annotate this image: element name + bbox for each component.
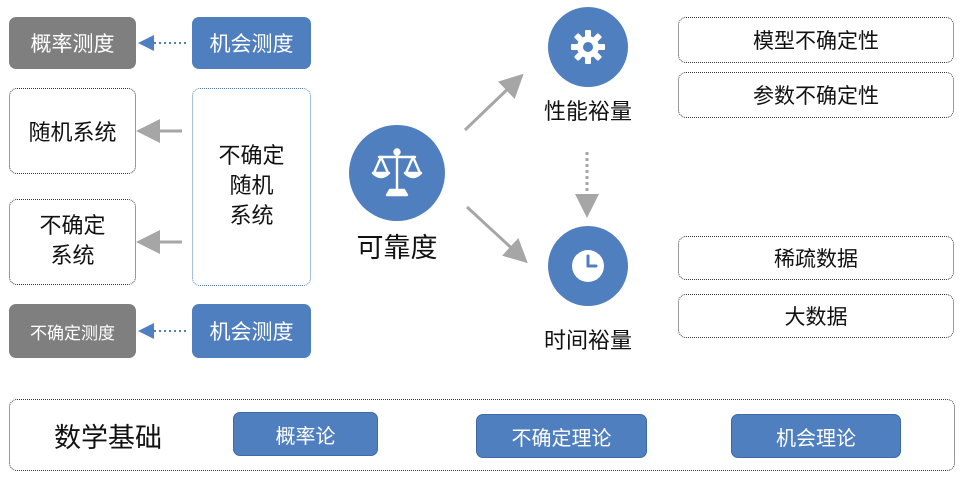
- big-data-box: 大数据: [678, 294, 954, 338]
- arrow-to-time-margin: [465, 205, 528, 264]
- uncertain-measure-label: 不确定测度: [30, 323, 115, 344]
- uncertain-random-system-box: 不确定 随机 系统: [192, 88, 311, 286]
- chance-measure-bottom-box: 机会测度: [192, 304, 311, 358]
- reliability-label: 可靠度: [356, 233, 438, 264]
- time-margin-label: 时间裕量: [543, 329, 632, 354]
- prob-measure-box: 概率测度: [9, 17, 136, 69]
- model-uncertainty-box: 模型不确定性: [678, 17, 954, 63]
- chance-measure-top-box: 机会测度: [192, 17, 311, 69]
- probability-theory-box: 概率论: [233, 412, 378, 456]
- probability-theory-label: 概率论: [275, 423, 336, 448]
- performance-margin-circle: [548, 7, 628, 87]
- uncertainty-theory-box: 不确定理论: [476, 414, 647, 458]
- chance-measure-top-label: 机会测度: [209, 32, 294, 56]
- sparse-data-box: 稀疏数据: [678, 236, 954, 280]
- random-system-box: 随机系统: [9, 88, 136, 174]
- scales-icon: [371, 148, 423, 197]
- prob-measure-label: 概率测度: [30, 32, 115, 56]
- performance-margin-label: 性能裕量: [543, 100, 632, 125]
- model-uncertainty-label: 模型不确定性: [753, 29, 879, 53]
- sparse-data-label: 稀疏数据: [774, 247, 858, 271]
- chance-theory-label: 机会理论: [776, 425, 856, 450]
- gear-icon: [571, 30, 605, 64]
- clock-icon: [572, 250, 604, 282]
- uncertain-measure-box: 不确定测度: [9, 304, 136, 358]
- arrow-to-performance-margin: [463, 73, 524, 132]
- uncertainty-theory-label: 不确定理论: [511, 425, 612, 450]
- parameter-uncertainty-label: 参数不确定性: [753, 84, 879, 108]
- uncertain-system-box: 不确定 系统: [9, 199, 136, 285]
- uncertain-system-label: 不确定 系统: [39, 214, 106, 269]
- random-system-label: 随机系统: [28, 121, 117, 146]
- big-data-label: 大数据: [784, 305, 848, 329]
- chance-measure-bottom-label: 机会测度: [209, 320, 294, 344]
- chance-theory-box: 机会理论: [731, 414, 901, 458]
- parameter-uncertainty-box: 参数不确定性: [678, 72, 954, 118]
- math-foundation-title: 数学基础: [54, 422, 162, 454]
- reliability-circle: [349, 125, 445, 221]
- time-margin-circle: [548, 226, 628, 306]
- uncertain-random-system-label: 不确定 随机 系统: [218, 144, 285, 229]
